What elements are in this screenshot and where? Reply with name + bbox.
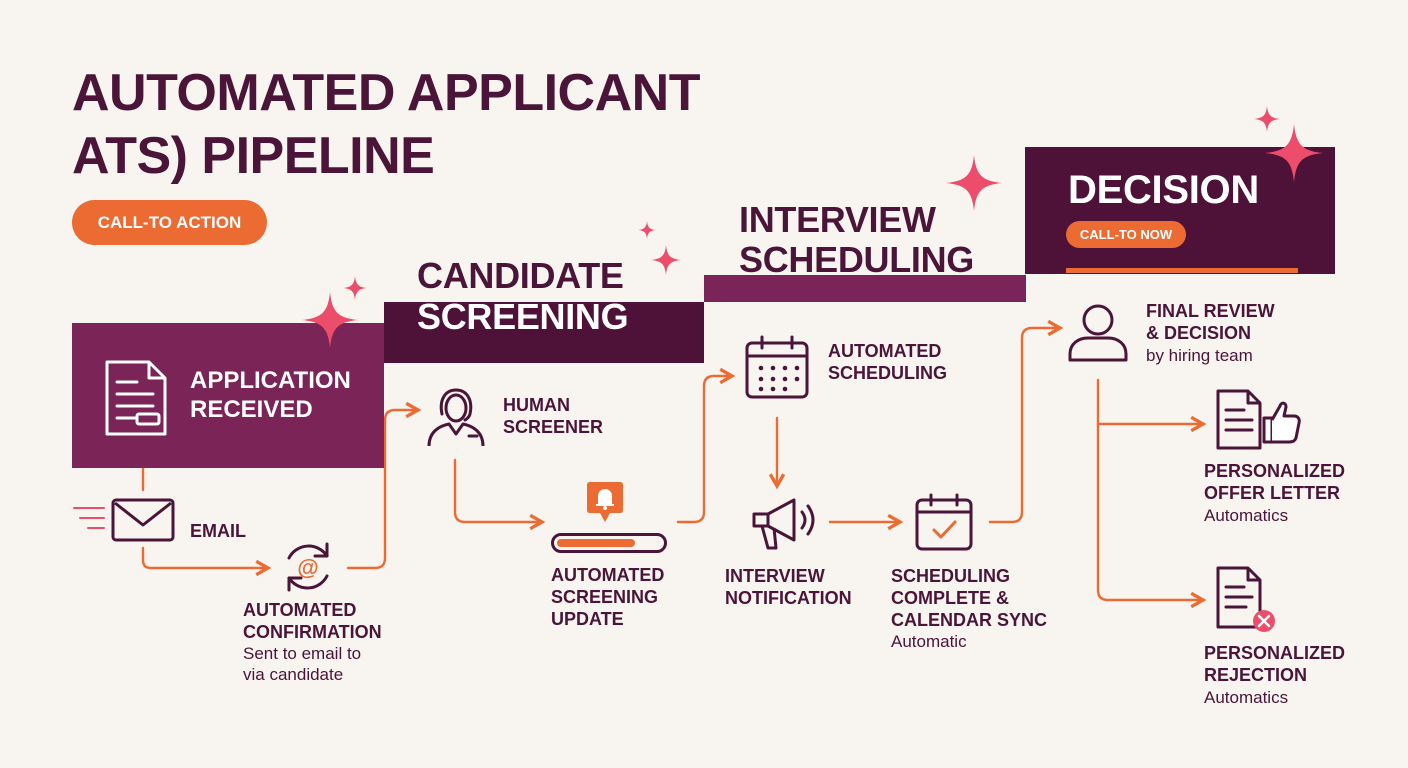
interview-notification-label: INTERVIEW NOTIFICATION bbox=[725, 566, 852, 608]
calendar-check-icon bbox=[915, 493, 973, 551]
at-sync-icon: @ bbox=[287, 542, 329, 592]
stage-title-decision: DECISION bbox=[1068, 168, 1259, 212]
rejection-letter-icon bbox=[1216, 566, 1275, 632]
calendar-icon bbox=[745, 335, 809, 399]
sparkle-icon bbox=[946, 155, 1002, 211]
call-to-now-button[interactable]: CALL-TO NOW bbox=[1066, 221, 1186, 248]
person-screener-icon bbox=[427, 388, 485, 447]
automated-confirmation-sub: Sent to email to via candidate bbox=[243, 644, 362, 684]
scheduling-complete-sub: Automatic bbox=[891, 632, 967, 651]
sparkle-icon bbox=[651, 245, 681, 275]
page-title: AUTOMATED APPLICANT ATS) PIPELINE bbox=[72, 64, 700, 185]
sparkle-icon bbox=[1265, 124, 1323, 182]
document-icon bbox=[105, 360, 167, 436]
human-screener-label: HUMAN SCREENER bbox=[503, 395, 604, 437]
connector-email-confirm bbox=[141, 546, 268, 568]
connector-final-offer bbox=[1096, 378, 1203, 424]
decision-stage-block bbox=[1025, 147, 1335, 274]
automated-confirmation-label: AUTOMATED CONFIRMATION bbox=[243, 600, 382, 642]
connector-confirm-screener bbox=[346, 410, 418, 570]
rejection-label: PERSONALIZED REJECTION bbox=[1204, 643, 1346, 685]
offer-letter-sub: Automatics bbox=[1204, 506, 1289, 525]
automated-scheduling-label: AUTOMATED SCHEDULING bbox=[828, 341, 948, 383]
interview-stage-block bbox=[704, 275, 1026, 302]
scheduling-complete-label: SCHEDULING COMPLETE & CALENDAR SYNC bbox=[891, 566, 1048, 630]
megaphone-icon bbox=[752, 498, 815, 550]
sparkle-icon bbox=[638, 221, 656, 239]
user-icon bbox=[1068, 304, 1128, 362]
connector-update-autosched bbox=[676, 376, 732, 524]
connector-complete-final bbox=[988, 328, 1060, 524]
stage-title-interview-scheduling: INTERVIEW SCHEDULING bbox=[739, 199, 975, 280]
sparkle-icon bbox=[302, 292, 358, 348]
final-review-label: FINAL REVIEW & DECISION bbox=[1146, 301, 1275, 343]
rejection-sub: Automatics bbox=[1204, 688, 1289, 707]
envelope-icon bbox=[111, 498, 175, 542]
screening-stage-block bbox=[384, 302, 704, 363]
bell-icon bbox=[587, 482, 623, 522]
screening-progress-fill bbox=[557, 539, 635, 547]
connector-final-rejection bbox=[1096, 422, 1203, 600]
offer-letter-icon bbox=[1216, 389, 1301, 450]
connector-screener-update bbox=[453, 458, 542, 522]
call-to-action-button[interactable]: CALL-TO ACTION bbox=[72, 200, 267, 245]
automated-screening-update-label: AUTOMATED SCREENING UPDATE bbox=[551, 565, 665, 629]
application-received-label: APPLICATION RECEIVED bbox=[190, 367, 351, 423]
screening-progress-bar bbox=[551, 533, 667, 553]
decision-underline bbox=[1066, 268, 1298, 273]
svg-text:@: @ bbox=[297, 555, 318, 580]
email-label: EMAIL bbox=[190, 521, 246, 541]
sparkle-icon bbox=[343, 276, 367, 300]
speed-lines bbox=[73, 507, 105, 529]
offer-letter-label: PERSONALIZED OFFER LETTER bbox=[1204, 461, 1346, 503]
sparkle-icon bbox=[1254, 106, 1280, 132]
final-review-sub: by hiring team bbox=[1146, 346, 1253, 365]
stage-title-candidate-screening: CANDIDATE SCREENING bbox=[417, 255, 629, 337]
